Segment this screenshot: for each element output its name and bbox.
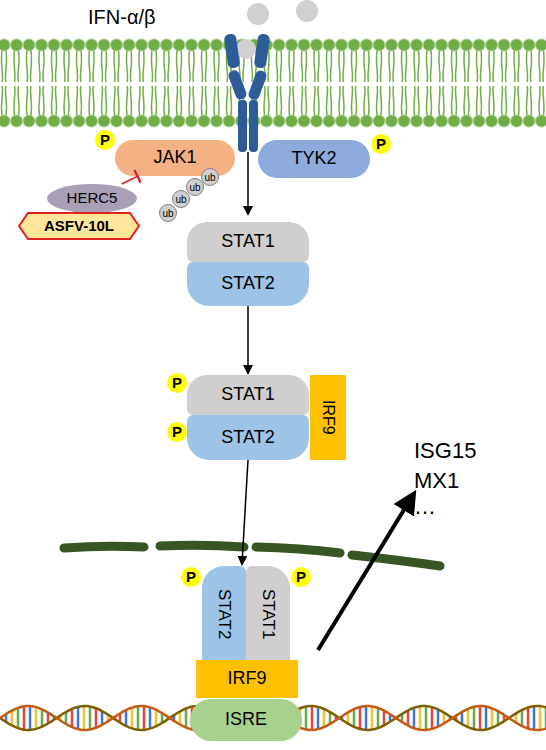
node-text: IRF9: [227, 669, 266, 689]
flow-arrow: [247, 306, 249, 373]
receptor-arrow: [247, 152, 249, 214]
phospho-mark: P: [95, 130, 115, 150]
phospho-mark: P: [371, 134, 391, 154]
transcription-arrow: [318, 500, 410, 650]
viral-protein-hexagon: ASFV-10L: [18, 212, 140, 240]
nuclear-membrane: [64, 545, 440, 566]
ligand-label: IFN-α/β: [88, 6, 156, 29]
protein-box: STAT1: [246, 566, 290, 662]
node-text: ub: [175, 194, 186, 205]
protein-box: ISRE: [190, 699, 302, 741]
protein-box: STAT1: [187, 222, 309, 262]
node-text: STAT1: [221, 232, 274, 252]
node-text: P: [376, 136, 386, 153]
protein-box: STAT2: [202, 566, 246, 662]
flow-arrow: [242, 460, 248, 564]
node-text: ub: [162, 208, 173, 219]
node-text: ISRE: [225, 710, 267, 730]
node-text: STAT2: [215, 589, 234, 639]
node-text: P: [172, 424, 182, 441]
node-text: ub: [189, 182, 200, 193]
node-text: STAT1: [221, 385, 274, 405]
protein-box: IRF9: [196, 660, 298, 698]
gene-label: MX1: [414, 468, 459, 494]
gene-label: …: [414, 494, 436, 520]
protein-box: STAT2: [187, 415, 309, 460]
protein-box: STAT1: [187, 375, 309, 415]
node-text: P: [100, 132, 110, 149]
protein-box: HERC5: [47, 184, 137, 213]
cell-membrane: [0, 39, 546, 127]
ubiquitin-mark: ub: [159, 204, 177, 222]
node-text: IRF9: [319, 400, 337, 435]
node-text: TYK2: [291, 149, 336, 169]
node-text: P: [172, 375, 182, 392]
phospho-mark: P: [291, 567, 311, 587]
gene-label: ISG15: [414, 438, 476, 464]
node-text: STAT2: [221, 274, 274, 294]
node-text: ub: [204, 172, 215, 183]
phospho-mark: P: [167, 422, 187, 442]
node-text: JAK1: [153, 148, 196, 168]
phospho-mark: P: [181, 567, 201, 587]
node-text: STAT2: [221, 428, 274, 448]
ubiquitin-mark: ub: [201, 168, 219, 186]
protein-box: STAT2: [187, 262, 309, 306]
protein-box: IRF9: [310, 375, 346, 460]
inhibition-line: [122, 176, 138, 184]
node-text: STAT1: [259, 589, 278, 639]
receptor: [224, 33, 271, 152]
phospho-mark: P: [167, 373, 187, 393]
node-text: HERC5: [67, 190, 118, 207]
protein-box: TYK2: [258, 140, 370, 178]
node-text: ASFV-10L: [44, 218, 114, 235]
node-text: P: [296, 569, 306, 586]
ligand-circles: [236, 0, 318, 59]
node-text: P: [186, 569, 196, 586]
